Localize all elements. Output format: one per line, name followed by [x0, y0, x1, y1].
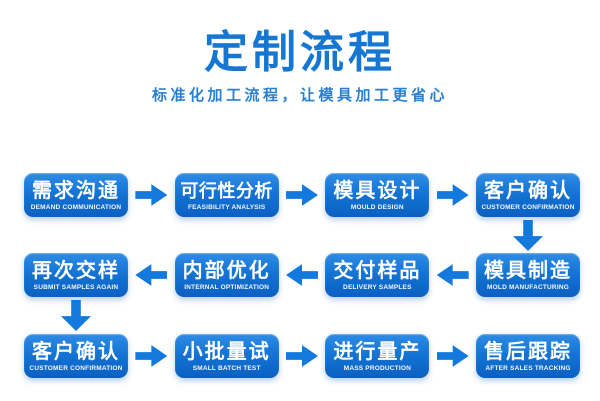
step-label-en: DEMAND COMMUNICATION	[30, 203, 122, 211]
step-label-zh: 小批量试	[182, 340, 271, 363]
step-label-zh: 进行量产	[333, 340, 422, 363]
arrow-left-icon	[436, 264, 469, 286]
arrow-down-icon	[513, 220, 543, 251]
step-after-sales-tracking: 售后跟踪 AFTER SALES TRACKING	[476, 334, 581, 378]
flow-row-1: 需求沟通 DEMAND COMMUNICATION 可行性分析 FEASIBIL…	[24, 173, 581, 217]
step-mass-production: 进行量产 MASS PRODUCTION	[325, 334, 430, 378]
step-customer-confirmation-2: 客户确认 CUSTOMER CONFIRMATION	[24, 334, 128, 378]
step-demand-communication: 需求沟通 DEMAND COMMUNICATION	[24, 173, 128, 217]
step-label-zh: 模具制造	[484, 259, 573, 282]
step-small-batch-test: 小批量试 SMALL BATCH TEST	[174, 334, 279, 378]
step-submit-samples-again: 再次交样 SUBMIT SAMPLES AGAIN	[24, 253, 128, 297]
step-label-en: FEASIBILITY ANALYSIS	[187, 203, 266, 211]
step-label-zh: 可行性分析	[180, 180, 273, 201]
step-label-zh: 内部优化	[182, 259, 271, 282]
arrow-right-icon	[286, 184, 318, 206]
step-feasibility-analysis: 可行性分析 FEASIBILITY ANALYSIS	[174, 173, 279, 217]
step-label-en: DELIVERY SAMPLES	[343, 283, 412, 291]
step-label-zh: 需求沟通	[32, 179, 120, 202]
arrow-cell	[429, 334, 476, 378]
arrow-right-icon	[436, 184, 469, 206]
step-mould-design: 模具设计 MOULD DESIGN	[325, 173, 430, 217]
arrow-right-icon	[135, 345, 168, 367]
step-label-en: SUBMIT SAMPLES AGAIN	[33, 283, 119, 291]
arrow-cell	[429, 173, 476, 217]
step-customer-confirmation-1: 客户确认 CUSTOMER CONFIRMATION	[476, 173, 581, 217]
step-label-en: MOULD DESIGN	[350, 203, 404, 211]
step-label-zh: 售后跟踪	[484, 340, 573, 363]
step-label-zh: 模具设计	[333, 179, 422, 202]
page-subtitle: 标准化加工流程，让模具加工更省心	[151, 87, 448, 104]
arrow-left-icon	[286, 264, 318, 286]
arrow-cell	[128, 173, 175, 217]
step-label-zh: 交付样品	[333, 259, 422, 282]
step-label-zh: 客户确认	[484, 179, 573, 202]
step-label-en: MOLD MANUFACTURING	[487, 283, 569, 291]
arrow-down-icon	[61, 300, 91, 331]
step-label-en: CUSTOMER CONFIRMATION	[481, 203, 575, 211]
arrow-cell	[429, 253, 476, 297]
arrow-cell	[279, 173, 326, 217]
arrow-cell	[128, 334, 175, 378]
step-mold-manufacturing: 模具制造 MOLD MANUFACTURING	[476, 253, 581, 297]
arrow-cell	[279, 253, 326, 297]
arrow-right-icon	[436, 345, 469, 367]
arrow-right-icon	[286, 345, 318, 367]
step-label-en: INTERNAL OPTIMIZATION	[184, 283, 270, 291]
step-label-en: SMALL BATCH TEST	[192, 364, 261, 372]
step-label-en: AFTER SALES TRACKING	[485, 364, 571, 372]
step-label-zh: 客户确认	[32, 340, 120, 363]
step-label-en: MASS PRODUCTION	[343, 364, 411, 372]
arrow-cell	[279, 334, 326, 378]
arrow-cell	[128, 253, 175, 297]
step-label-zh: 再次交样	[32, 259, 120, 282]
arrow-left-icon	[135, 264, 168, 286]
flow-row-2: 再次交样 SUBMIT SAMPLES AGAIN 内部优化 INTERNAL …	[24, 253, 581, 297]
step-label-en: CUSTOMER CONFIRMATION	[29, 364, 123, 372]
step-delivery-samples: 交付样品 DELIVERY SAMPLES	[325, 253, 430, 297]
page-title: 定制流程	[204, 28, 396, 77]
arrow-right-icon	[135, 184, 168, 206]
step-internal-optimization: 内部优化 INTERNAL OPTIMIZATION	[174, 253, 279, 297]
flow-row-3: 客户确认 CUSTOMER CONFIRMATION 小批量试 SMALL BA…	[24, 334, 581, 378]
